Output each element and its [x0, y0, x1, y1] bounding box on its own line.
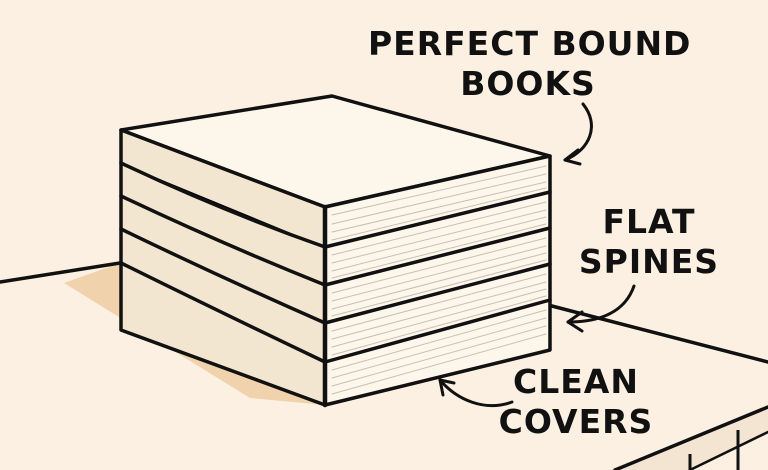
flat-spines-arrow: [566, 284, 636, 333]
flat-spines-line-2: SPINES: [578, 242, 720, 281]
page-lines: [331, 165, 547, 395]
table-right-edge: [546, 303, 768, 364]
spine-dividers: [119, 161, 327, 364]
table-front-edge-lower: [688, 430, 768, 470]
perfect-bound-line-1: PERFECT BOUND: [368, 24, 692, 63]
perfect-bound-line-2: BOOKS: [460, 64, 596, 103]
table-back-edge: [0, 261, 122, 284]
perfect-bound-arrow: [563, 102, 593, 166]
perfect-bound-books-label: PERFECT BOUND BOOKS: [368, 24, 692, 104]
clean-covers-line-1: CLEAN: [513, 362, 639, 401]
clean-covers-label: CLEAN COVERS: [488, 362, 664, 442]
callout-arrows: [438, 102, 636, 407]
book-stack: [119, 94, 552, 408]
flat-spines-label: FLAT SPINES: [574, 202, 724, 282]
clean-covers-line-2: COVERS: [498, 402, 654, 441]
page-edge-dividers: [323, 190, 552, 364]
clean-covers-arrow: [438, 378, 514, 407]
flat-spines-line-1: FLAT: [602, 202, 696, 241]
table-front-edge: [613, 405, 768, 470]
